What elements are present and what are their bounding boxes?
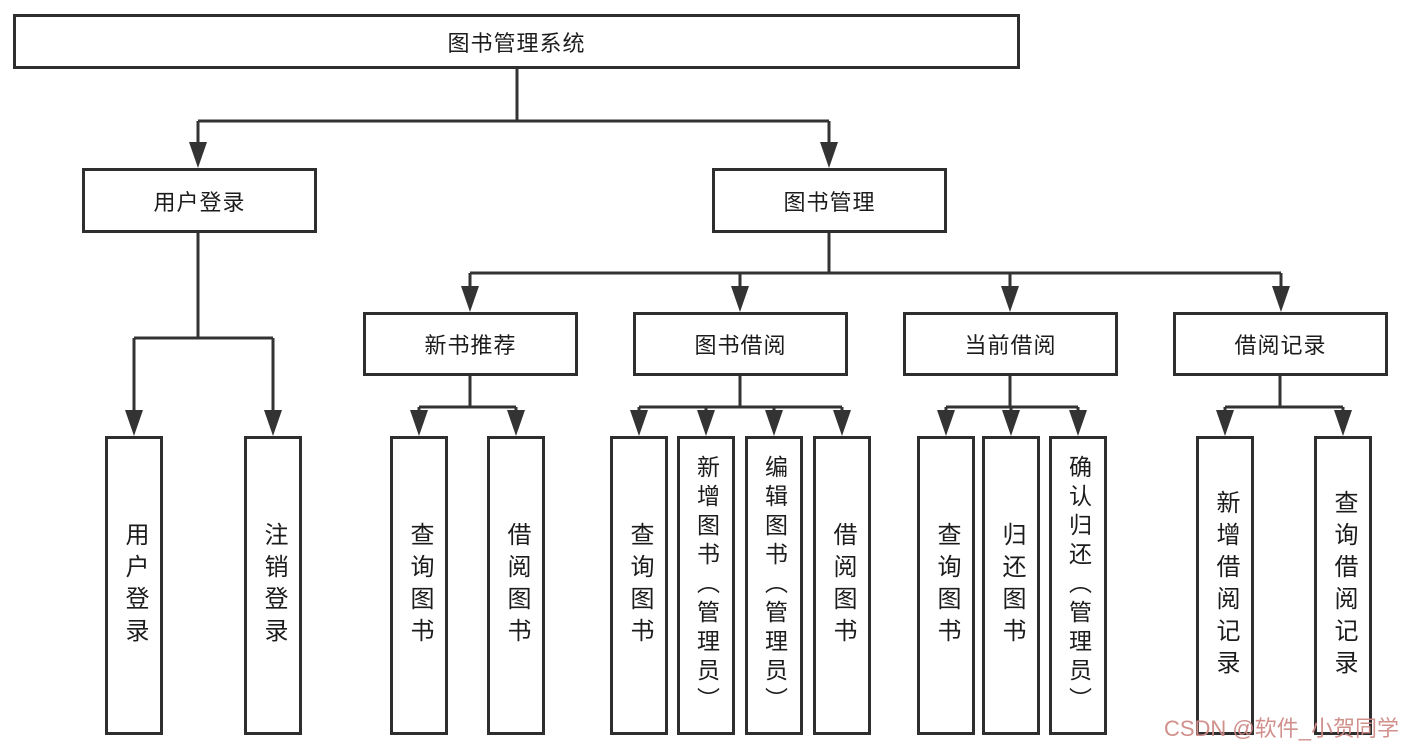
node-label: 当前借阅 xyxy=(964,333,1057,358)
node-label: 归还图书 xyxy=(998,521,1025,650)
arrowhead-current-borrow xyxy=(1001,286,1019,312)
node-label: 图书管理 xyxy=(783,189,876,215)
node-label: 确认归还（管理员） xyxy=(1065,455,1092,716)
arrowhead-borrow-add xyxy=(697,410,715,436)
node-label: 借阅记录 xyxy=(1234,333,1327,358)
node-label: 查询图书 xyxy=(933,521,960,650)
node-label: 借阅图书 xyxy=(503,521,530,650)
node-leaf-borrow-edit-admin: 编辑图书（管理员） xyxy=(745,436,803,735)
node-label: 用户登录 xyxy=(121,521,148,650)
node-label: 查询图书 xyxy=(626,521,653,650)
arrowhead-newbook-borrow xyxy=(507,410,525,436)
node-leaf-current-return: 归还图书 xyxy=(982,436,1040,735)
node-current-borrowing: 当前借阅 xyxy=(903,312,1118,376)
connector-record-to-leaves xyxy=(1223,376,1345,412)
arrowhead-book-management xyxy=(820,142,838,168)
arrowhead-current-query xyxy=(937,410,955,436)
node-book-management: 图书管理 xyxy=(712,168,947,233)
arrowhead-new-book xyxy=(461,286,479,312)
connector-current-to-leaves xyxy=(944,376,1080,412)
node-label: 用户登录 xyxy=(153,189,246,215)
node-label: 注销登录 xyxy=(260,521,287,650)
node-label: 图书借阅 xyxy=(694,333,787,358)
node-leaf-record-add: 新增借阅记录 xyxy=(1196,436,1254,735)
arrowhead-borrow-record xyxy=(1272,286,1290,312)
connector-management-to-level3 xyxy=(468,233,1283,288)
connector-newbook-to-leaves xyxy=(417,376,518,412)
connector-login-to-leaves xyxy=(132,233,275,414)
node-library-system: 图书管理系统 xyxy=(13,14,1020,69)
connector-root-to-level2 xyxy=(196,69,831,146)
node-new-book-recommend: 新书推荐 xyxy=(363,312,578,376)
arrowhead-record-query xyxy=(1334,410,1352,436)
arrowhead-borrow-borrow xyxy=(833,410,851,436)
node-leaf-current-confirm-admin: 确认归还（管理员） xyxy=(1049,436,1107,735)
node-leaf-newbook-query: 查询图书 xyxy=(390,436,448,735)
node-label: 查询图书 xyxy=(406,521,433,650)
node-leaf-borrow-query: 查询图书 xyxy=(610,436,668,735)
arrowhead-book-borrow xyxy=(731,286,749,312)
node-leaf-borrow-borrow: 借阅图书 xyxy=(813,436,871,735)
node-leaf-borrow-add-admin: 新增图书（管理员） xyxy=(677,436,735,735)
node-label: 新增借阅记录 xyxy=(1212,489,1239,682)
node-leaf-record-query: 查询借阅记录 xyxy=(1314,436,1372,735)
node-label: 图书管理系统 xyxy=(447,30,586,56)
node-user-login: 用户登录 xyxy=(82,168,317,233)
arrowhead-borrow-query xyxy=(630,410,648,436)
node-borrowing-records: 借阅记录 xyxy=(1173,312,1388,376)
node-label: 查询借阅记录 xyxy=(1330,489,1357,682)
node-leaf-user-login: 用户登录 xyxy=(105,436,163,735)
arrowhead-user-login xyxy=(189,142,207,168)
node-label: 编辑图书（管理员） xyxy=(761,455,788,716)
arrowhead-leaf-logout xyxy=(264,410,282,436)
node-leaf-newbook-borrow: 借阅图书 xyxy=(487,436,545,735)
arrowhead-current-return xyxy=(1002,410,1020,436)
csdn-watermark: CSDN @软件_小贺同学 xyxy=(1163,716,1399,741)
arrowhead-record-add xyxy=(1216,410,1234,436)
node-label: 新书推荐 xyxy=(424,333,517,358)
node-leaf-current-query: 查询图书 xyxy=(917,436,975,735)
arrowhead-newbook-query xyxy=(410,410,428,436)
arrowhead-borrow-edit xyxy=(765,410,783,436)
arrowhead-current-confirm xyxy=(1069,410,1087,436)
arrowhead-leaf-user-login xyxy=(125,410,143,436)
node-book-borrowing: 图书借阅 xyxy=(633,312,848,376)
node-label: 新增图书（管理员） xyxy=(693,455,720,716)
node-label: 借阅图书 xyxy=(829,521,856,650)
node-leaf-logout: 注销登录 xyxy=(244,436,302,735)
connector-borrow-to-leaves xyxy=(637,376,844,412)
